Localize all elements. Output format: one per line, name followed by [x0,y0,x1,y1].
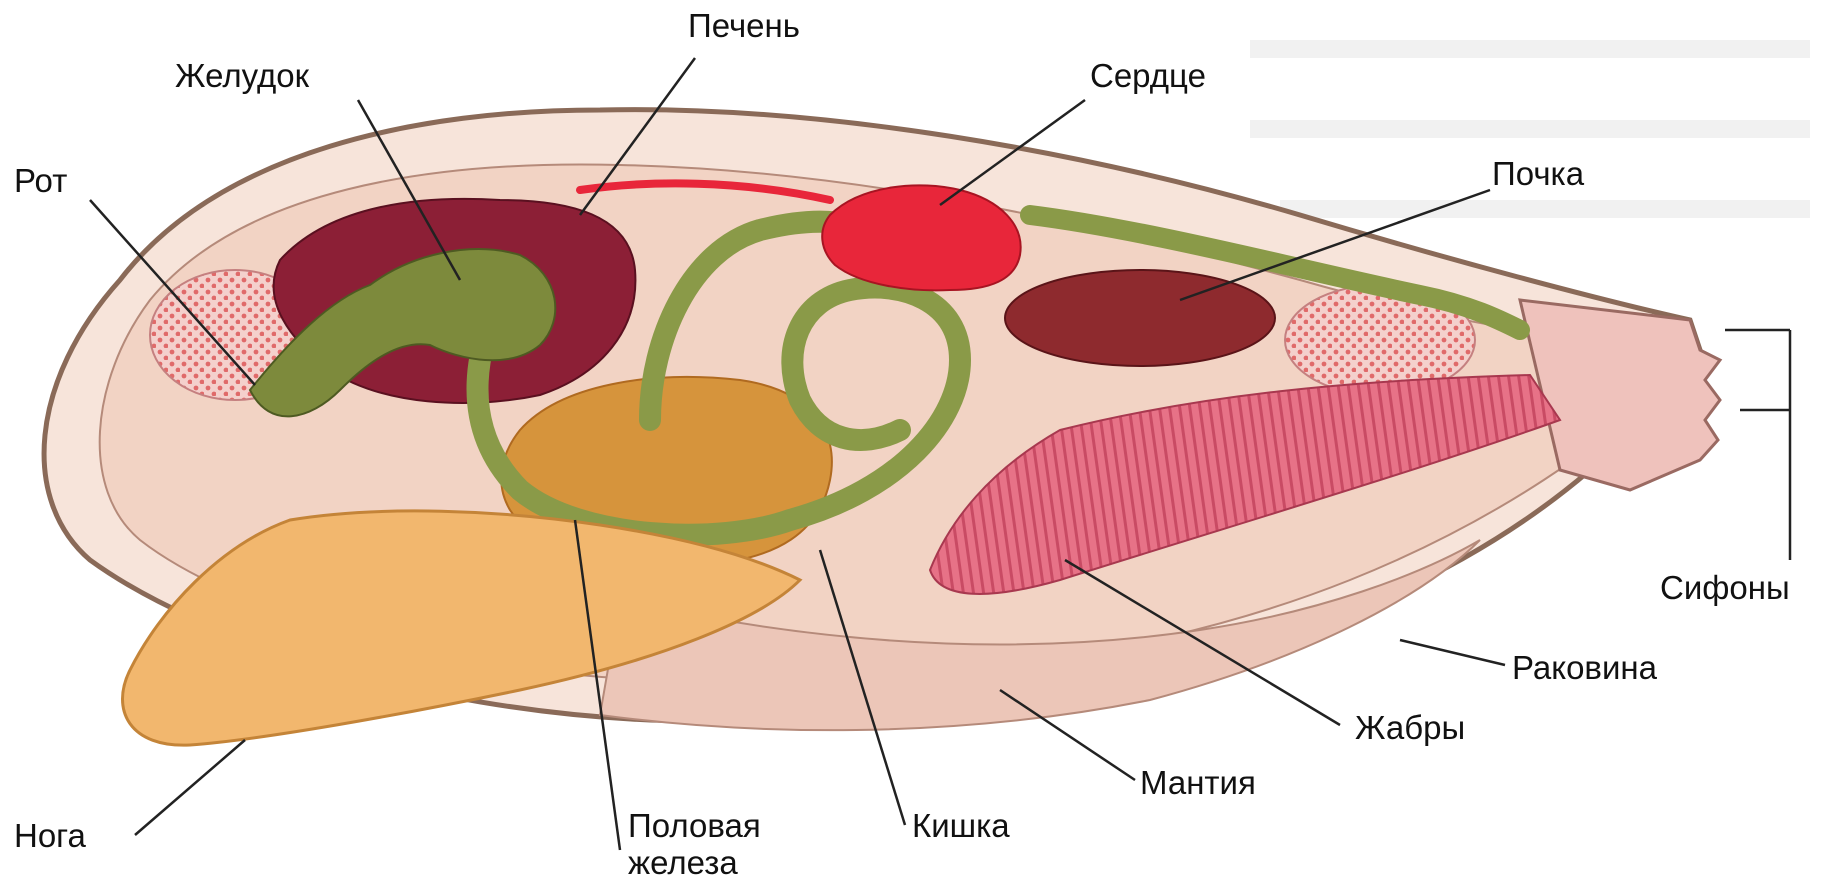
label-rot: Рот [14,163,67,200]
label-serdtse: Сердце [1090,58,1206,95]
label-mantiya: Мантия [1140,765,1256,802]
kidney [1005,270,1275,366]
label-kishka: Кишка [912,808,1010,845]
label-polovaya-zheleza-line2: железа [628,845,761,882]
label-sifony: Сифоны [1660,570,1790,607]
label-pechen: Печень [688,8,800,45]
label-rakovina: Раковина [1512,650,1657,687]
label-pochka: Почка [1492,156,1584,193]
label-zheludok: Желудок [175,58,309,95]
label-polovaya-zheleza-line1: Половая [628,808,761,845]
label-polovaya-zheleza: Половая железа [628,808,761,882]
label-zhabry: Жабры [1355,710,1465,747]
label-noga: Нога [14,818,86,855]
